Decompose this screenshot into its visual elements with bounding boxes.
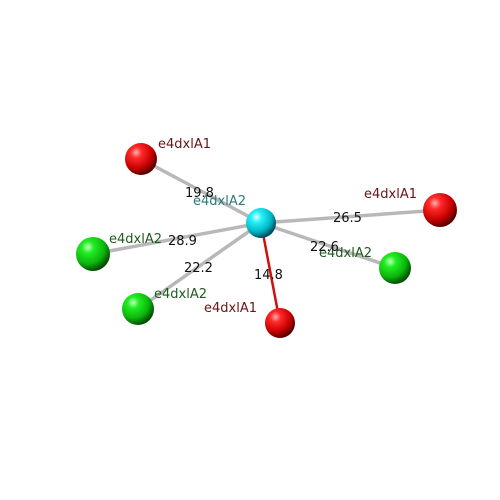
distance-label-n1: 19.8: [185, 186, 214, 201]
atom-n3: [76, 237, 110, 271]
atom-label-n1: e4dxlA1: [158, 137, 211, 152]
atom-label-n6: e4dxlA1: [204, 301, 257, 316]
bond-n6: [259, 222, 282, 324]
atoms: [76, 143, 457, 338]
distance-label-n5: 22.2: [184, 261, 213, 276]
atom-label-n4: e4dxlA2: [319, 246, 372, 261]
atom-label-n3: e4dxlA2: [109, 232, 162, 247]
bond-n1: [140, 157, 262, 225]
bond-n3: [92, 221, 262, 256]
atom-center: [246, 208, 276, 238]
atom-n4: [379, 252, 411, 284]
distance-label-n3: 28.9: [168, 234, 197, 249]
atom-label-center: e4dxlA2: [193, 194, 246, 209]
atom-n5: [122, 293, 154, 325]
atom-labels: e4dxlA1 e4dxlA1 e4dxlA2 e4dxlA2 e4dxlA2 …: [109, 137, 417, 316]
atom-n6: [265, 308, 295, 338]
bond-n4: [260, 221, 396, 270]
atom-label-n2: e4dxlA1: [364, 187, 417, 202]
bond-n5: [136, 221, 263, 311]
distance-label-n2: 26.5: [333, 211, 362, 226]
atom-n1: [125, 143, 157, 175]
distance-labels: 19.8 26.5 28.9 22.6 22.2 14.8: [168, 186, 362, 283]
distance-label-n4: 22.6: [310, 240, 339, 255]
distance-label-n6: 14.8: [254, 268, 283, 283]
bond-n2: [260, 208, 441, 225]
atom-label-n5: e4dxlA2: [154, 287, 207, 302]
atom-n2: [423, 193, 457, 227]
bonds: [92, 157, 441, 324]
